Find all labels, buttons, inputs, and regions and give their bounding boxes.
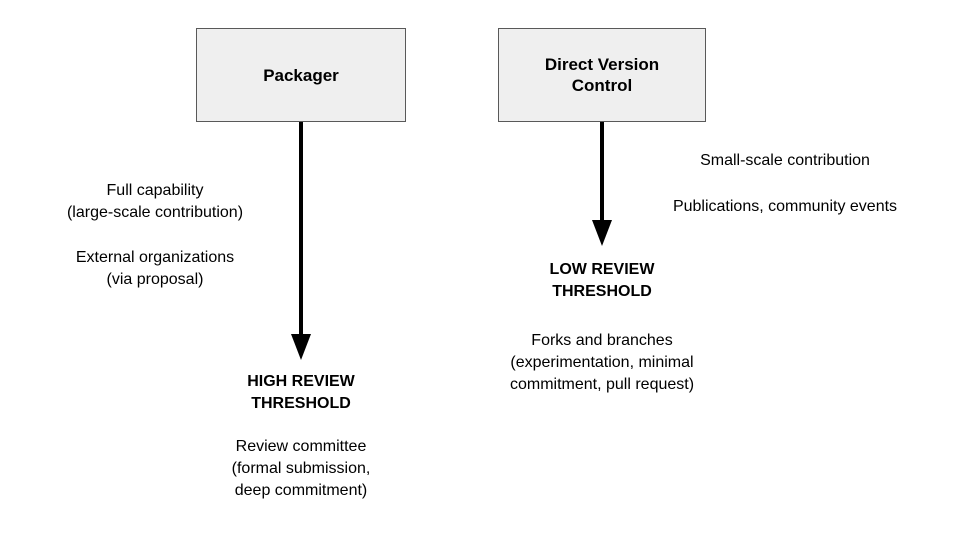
packager-box-label: Packager	[263, 65, 339, 85]
direct-version-control-box-label: Direct Version Control	[544, 55, 660, 95]
left-side-note-capability: Full capability (large-scale contributio…	[66, 182, 244, 221]
review-committee-detail: Review committee (formal submission, dee…	[231, 438, 371, 499]
right-side-note-publications: Publications, community events	[672, 198, 898, 215]
low-review-threshold-label: LOW REVIEW THRESHOLD	[549, 261, 655, 300]
left-side-note-organizations: External organizations (via proposal)	[75, 249, 235, 288]
packager-box: Packager	[196, 28, 406, 122]
high-review-threshold-label: HIGH REVIEW THRESHOLD	[247, 373, 355, 412]
arrow-dvc-to-low	[592, 122, 612, 246]
forks-and-branches-detail: Forks and branches (experimentation, min…	[509, 332, 695, 393]
direct-version-control-box: Direct Version Control	[498, 28, 706, 122]
arrow-packager-to-high	[291, 122, 311, 360]
right-side-note-small-scale: Small-scale contribution	[700, 152, 870, 169]
